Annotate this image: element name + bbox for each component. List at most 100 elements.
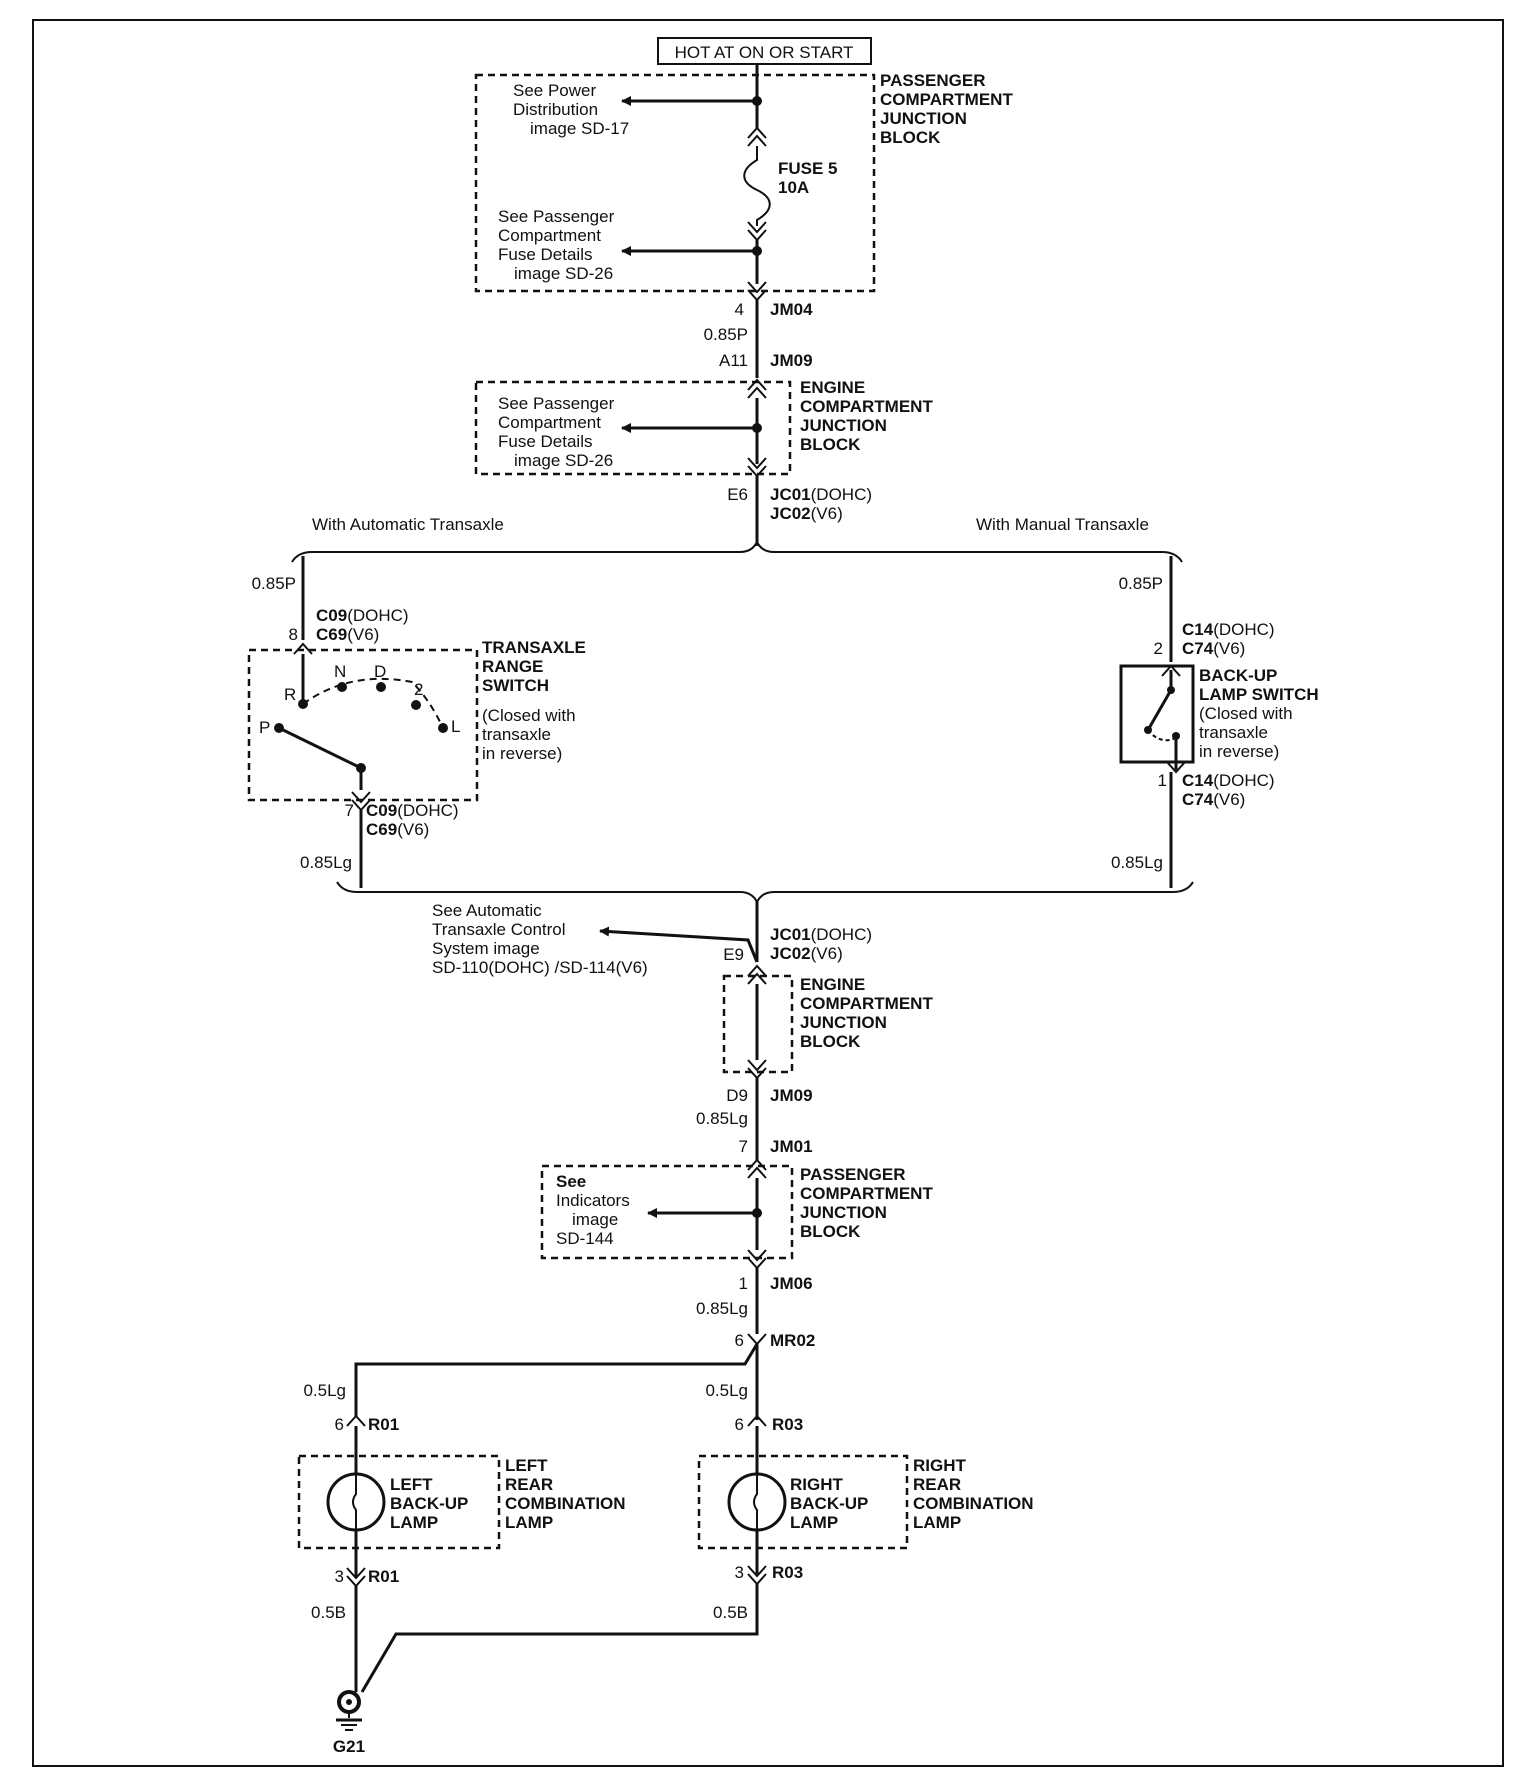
- wire-left-lamp-feed: [354, 1343, 759, 1416]
- ejb-upper-name-4: BLOCK: [800, 435, 861, 454]
- mr02-name: MR02: [770, 1331, 815, 1350]
- ref-atc-2: Transaxle Control: [432, 920, 566, 939]
- engine-junction-block-lower: [722, 974, 794, 1074]
- ref-arrow-auto-transaxle-control: [599, 926, 759, 963]
- c09-bottom: C09(DOHC): [366, 801, 459, 820]
- ref-fuse-2: Compartment: [498, 226, 601, 245]
- connector-chevron: [747, 1158, 767, 1179]
- right-lamp-name-2: BACK-UP: [790, 1494, 868, 1513]
- ref-ind-4: SD-144: [556, 1229, 614, 1248]
- left-lamp-name-1: LEFT: [390, 1475, 433, 1494]
- trs-label-l: L: [451, 717, 460, 736]
- jm04-pin: 4: [735, 300, 744, 319]
- trs-label-r: R: [284, 685, 296, 704]
- wire-0-5b-right: 0.5B: [713, 1603, 748, 1622]
- d9-jm09-name: JM09: [770, 1086, 813, 1105]
- r01-top-name: R01: [368, 1415, 399, 1434]
- c69-top-variant: (V6): [347, 625, 379, 644]
- c74-bottom-variant: (V6): [1213, 790, 1245, 809]
- c14-top-name: C14: [1182, 620, 1214, 639]
- connector-mr02-chevron: [747, 1333, 767, 1346]
- bls-actuation-path: [1147, 729, 1177, 742]
- ref-fuse-4: image SD-26: [514, 264, 613, 283]
- jm06-pin: 1: [739, 1274, 748, 1293]
- ejb-upper-name-1: ENGINE: [800, 378, 865, 397]
- r01-top-pin: 6: [335, 1415, 344, 1434]
- c69-bottom-variant: (V6): [397, 820, 429, 839]
- pjb-lower-name-3: JUNCTION: [800, 1203, 887, 1222]
- trs-pos-d: [376, 682, 386, 692]
- jc02-bottom: JC02(V6): [770, 944, 843, 963]
- ref-ejb-1: See Passenger: [498, 394, 615, 413]
- left-bulb-filament: [352, 1474, 357, 1530]
- left-lamp-name-2: BACK-UP: [390, 1494, 468, 1513]
- jm09-name: JM09: [770, 351, 813, 370]
- left-combo-name-2: REAR: [505, 1475, 553, 1494]
- r03-top-name: R03: [772, 1415, 803, 1434]
- jm04-name: JM04: [770, 300, 813, 319]
- diagram-frame: [32, 19, 1504, 1767]
- c14-top: C14(DOHC): [1182, 620, 1275, 639]
- manual-transaxle-label: With Manual Transaxle: [976, 515, 1149, 534]
- trs-pos-2: [411, 700, 421, 710]
- wire-0-85lg-manual: 0.85Lg: [1111, 853, 1163, 872]
- jc01-top-name: JC01: [770, 485, 811, 504]
- fuse-5-symbol: [743, 146, 771, 226]
- jm06-name: JM06: [770, 1274, 813, 1293]
- connector-r03-top-chevron: [747, 1414, 767, 1427]
- ref-atc-4: SD-110(DOHC) /SD-114(V6): [432, 958, 648, 977]
- c74-bottom-name: C74: [1182, 790, 1214, 809]
- connector-r01-top-chevron: [346, 1414, 366, 1427]
- ref-atc-1: See Automatic: [432, 901, 542, 920]
- ref-ind-3: image: [572, 1210, 618, 1229]
- left-combo-name-3: COMBINATION: [505, 1494, 626, 1513]
- ejb-lower-name-2: COMPARTMENT: [800, 994, 933, 1013]
- right-combo-name-4: LAMP: [913, 1513, 961, 1532]
- connector-chevron: [747, 126, 767, 147]
- jc01-bottom-variant: (DOHC): [811, 925, 872, 944]
- fuse-rating: 10A: [778, 178, 809, 197]
- r03-top-pin: 6: [735, 1415, 744, 1434]
- e6-pin: E6: [727, 485, 748, 504]
- ref-ejb-3: Fuse Details: [498, 432, 592, 451]
- trs-note-2: transaxle: [482, 725, 551, 744]
- trs-label-n: N: [334, 662, 346, 681]
- ref-power-3: image SD-17: [530, 119, 629, 138]
- right-lamp-name-3: LAMP: [790, 1513, 838, 1532]
- trs-name-1: TRANSAXLE: [482, 638, 586, 657]
- jm01-pin: 7: [739, 1137, 748, 1156]
- right-combo-name-2: REAR: [913, 1475, 961, 1494]
- ejb-lower-name-3: JUNCTION: [800, 1013, 887, 1032]
- r01-bottom-name: R01: [368, 1567, 399, 1586]
- jm09-pin: A11: [719, 351, 748, 370]
- c09-top-variant: (DOHC): [347, 606, 408, 625]
- trs-label-p: P: [259, 718, 270, 737]
- ground-terminal-center: [346, 1699, 352, 1705]
- trs-pos-r: [298, 699, 308, 709]
- fuse-label: FUSE 5: [778, 159, 838, 178]
- r03-bottom-name: R03: [772, 1563, 803, 1582]
- ref-ejb-2: Compartment: [498, 413, 601, 432]
- trs-note-3: in reverse): [482, 744, 562, 763]
- connector-jm06-chevron: [747, 1249, 767, 1270]
- jc02-top: JC02(V6): [770, 504, 843, 523]
- wire-0-5lg-left: 0.5Lg: [303, 1381, 346, 1400]
- right-bulb-filament: [753, 1474, 758, 1530]
- c74-top-name: C74: [1182, 639, 1214, 658]
- c69-bottom: C69(V6): [366, 820, 429, 839]
- trs-pos-n: [337, 682, 347, 692]
- wire-0-85lg-auto: 0.85Lg: [300, 853, 352, 872]
- connector-c14-chevron: [1161, 664, 1181, 677]
- auto-transaxle-label: With Automatic Transaxle: [312, 515, 504, 534]
- d9-pin: D9: [726, 1086, 748, 1105]
- c09-bottom-name: C09: [366, 801, 397, 820]
- ejb-upper-name-2: COMPARTMENT: [800, 397, 933, 416]
- r03-bottom-pin: 3: [735, 1563, 744, 1582]
- mr02-pin: 6: [735, 1331, 744, 1350]
- left-lamp-name-3: LAMP: [390, 1513, 438, 1532]
- jc02-top-variant: (V6): [811, 504, 843, 523]
- ground-g21-label: G21: [333, 1737, 365, 1756]
- connector-chevron: [747, 378, 767, 399]
- bls-note-2: transaxle: [1199, 723, 1268, 742]
- right-rear-combination-lamp-box: [697, 1454, 909, 1550]
